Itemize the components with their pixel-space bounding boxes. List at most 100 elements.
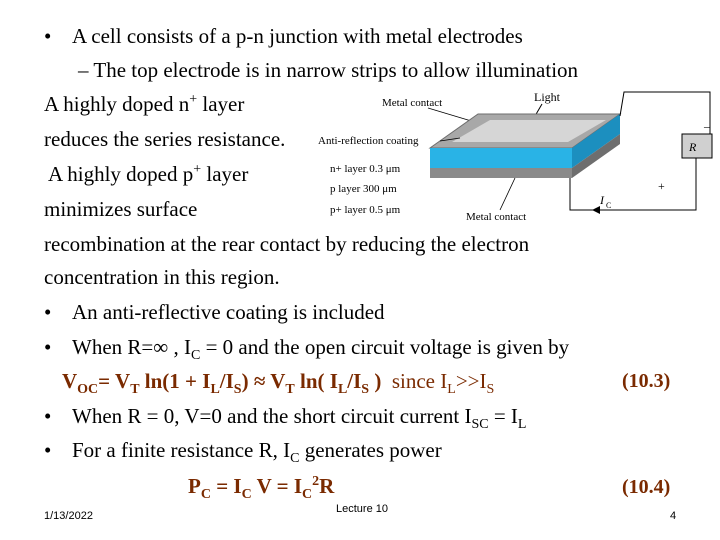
metal-contact-bottom-label: Metal contact — [466, 211, 526, 223]
eq-part: ) — [369, 369, 382, 393]
para-text: concentration in this region. — [44, 265, 280, 289]
subscript: L — [517, 417, 527, 433]
terminal-minus: – — [703, 119, 711, 133]
equation-10-4: PC = IC V = IC2R — [188, 474, 335, 502]
para-text: minimizes surface — [44, 197, 198, 221]
n-layer-label: n+ layer 0.3 μm — [330, 163, 401, 175]
bullet-marker: • — [44, 24, 52, 48]
bullet-cell-structure: A cell consists of a p-n junction with m… — [72, 24, 523, 48]
bullet-marker: • — [44, 404, 52, 428]
anti-reflection-label: Anti-reflection coating — [318, 135, 419, 147]
para-text: A highly doped n — [44, 92, 190, 116]
eq-part: = V — [98, 369, 131, 393]
eq-part: ) ≈ V — [241, 369, 286, 393]
subscript: SC — [471, 417, 489, 433]
superscript-plus: + — [193, 162, 202, 177]
para-recombination: recombination at the rear contact by red… — [44, 232, 529, 256]
circuit-wire-top — [619, 91, 711, 134]
eq-sub: L — [337, 382, 348, 398]
eq-sub: C — [200, 487, 211, 503]
eq-part: since I — [391, 369, 448, 393]
bullet-text: When R = 0, V=0 and the short circuit cu… — [72, 404, 472, 428]
bullet-short-circuit: When R = 0, V=0 and the short circuit cu… — [72, 404, 526, 432]
eq-part: V = I — [251, 474, 303, 498]
current-arrow — [592, 206, 600, 214]
eq-sub: C — [241, 487, 252, 503]
eq-sub: S — [486, 382, 495, 398]
eq-sub: L — [210, 382, 220, 398]
eq-part: P — [188, 474, 201, 498]
para-series-resistance: reduces the series resistance. — [44, 127, 285, 151]
metal-bottom-pointer — [499, 177, 516, 211]
eq-sub: T — [130, 382, 140, 398]
bullet-marker: • — [44, 438, 52, 462]
para-p-layer: A highly doped p+ layer — [48, 162, 248, 186]
cell-top-window — [452, 120, 606, 142]
eq-part: /I — [347, 369, 362, 393]
eq-part: /I — [219, 369, 234, 393]
light-label: Light — [534, 90, 561, 104]
bullet-text: When R=∞ — [72, 335, 169, 359]
subscript: C — [190, 348, 201, 364]
cell-bottom-side — [572, 134, 620, 178]
equation-number-10-3: (10.3) — [622, 370, 671, 392]
bullet-text: = I — [488, 404, 518, 428]
resistor-label: R — [688, 140, 697, 154]
eq-part: >>I — [455, 369, 487, 393]
bullet-marker: • — [44, 300, 52, 324]
p-layer-label: p layer 300 μm — [330, 183, 397, 195]
cell-blue-side — [572, 114, 620, 168]
sub-bullet-top-electrode: – The top electrode is in narrow strips … — [78, 58, 578, 82]
bullet-text: , I — [173, 335, 191, 359]
cell-blue-front — [430, 148, 572, 168]
dash-marker: – — [78, 58, 89, 82]
terminal-plus: + — [658, 179, 665, 193]
footer-date: 1/13/2022 — [44, 510, 93, 522]
circuit-wire-bottom — [569, 158, 697, 211]
eq-sub: S — [233, 382, 242, 398]
bullet-text: = 0 and the open circuit voltage is give… — [200, 335, 570, 359]
bullet-text: For a finite resistance R, I — [72, 438, 291, 462]
equation-10-3: VOC= VT ln(1 + IL/IS) ≈ VT ln( IL/IS ) s… — [62, 369, 494, 397]
para-n-layer: A highly doped n+ layer — [44, 92, 244, 116]
para-text: A highly doped p — [48, 162, 194, 186]
sub-bullet-text: The top electrode is in narrow strips to… — [93, 58, 579, 82]
solar-cell-diagram: Light Metal contact Anti-reflection coat… — [318, 90, 713, 223]
eq-part: ln(1 + I — [139, 369, 211, 393]
bullet-marker: • — [44, 335, 52, 359]
eq-sub: S — [361, 382, 370, 398]
para-text: layer — [197, 92, 245, 116]
para-text: layer — [201, 162, 249, 186]
eq-sup: 2 — [312, 474, 320, 489]
bullet-text: An anti-reflective coating is included — [72, 300, 385, 324]
eq-sub: C — [302, 487, 313, 503]
subscript: C — [290, 451, 300, 467]
eq-part: ln( I — [294, 369, 338, 393]
bullet-open-circuit: When R=∞ , IC = 0 and the open circuit v… — [72, 335, 570, 363]
current-label: I — [599, 193, 605, 207]
cell-bottom-front — [430, 168, 572, 178]
current-sub: C — [606, 201, 611, 210]
bullet-text: A cell consists of a p-n junction with m… — [72, 24, 523, 48]
eq-part: V — [62, 369, 78, 393]
p-plus-layer-label: p+ layer 0.5 μm — [330, 204, 401, 216]
eq-sub: OC — [77, 382, 99, 398]
footer-lecture: Lecture 10 — [336, 503, 388, 515]
eq-part: = I — [210, 474, 242, 498]
eq-sub: L — [447, 382, 456, 398]
bullet-text: generates power — [299, 438, 442, 462]
anti-pointer — [439, 137, 461, 142]
metal-contact-top-label: Metal contact — [382, 97, 442, 109]
resistor-box — [681, 133, 713, 159]
eq-part: R — [319, 474, 335, 498]
bullet-anti-reflective: An anti-reflective coating is included — [72, 300, 385, 324]
para-concentration: concentration in this region. — [44, 265, 280, 289]
footer-page-number: 4 — [670, 510, 677, 522]
para-text: recombination at the rear contact by red… — [44, 232, 530, 256]
equation-number-10-4: (10.4) — [622, 476, 671, 498]
para-text: reduces the series resistance. — [44, 127, 286, 151]
superscript-plus: + — [189, 92, 198, 107]
eq-sub: T — [285, 382, 295, 398]
bullet-finite-resistance: For a finite resistance R, IC generates … — [72, 438, 442, 466]
para-minimizes: minimizes surface — [44, 197, 197, 221]
